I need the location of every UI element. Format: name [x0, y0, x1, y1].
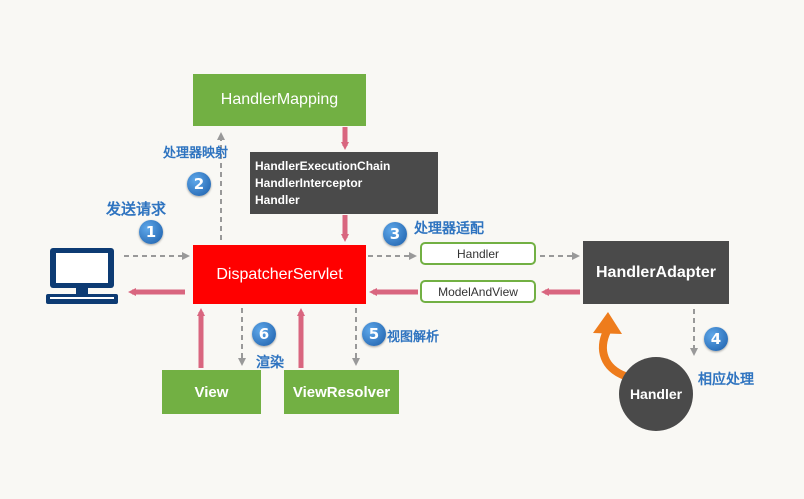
label-handler-mapping: 处理器映射: [163, 146, 229, 161]
chain-line-handler: Handler: [255, 192, 300, 207]
handler-adapter-box: HandlerAdapter: [583, 241, 729, 304]
chain-line-interceptor: HandlerInterceptor: [255, 175, 363, 190]
step-badge-2: 2: [187, 172, 211, 196]
arrow-handler-return-head: [593, 312, 622, 334]
dispatcher-servlet-box: DispatcherServlet: [193, 245, 366, 304]
label-handle: 相应处理: [698, 372, 754, 388]
label-send-request: 发送请求: [106, 200, 167, 218]
view-box: View: [162, 370, 261, 414]
label-view-resolve: 视图解析: [387, 330, 440, 345]
handler-mapping-box: HandlerMapping: [193, 74, 366, 126]
handler-execution-chain-box: HandlerExecutionChain HandlerInterceptor…: [250, 152, 438, 214]
step-badge-3: 3: [383, 222, 407, 246]
computer-icon: [46, 248, 118, 304]
model-and-view-pill: ModelAndView: [420, 280, 536, 303]
chain-line-execution-chain: HandlerExecutionChain: [255, 158, 391, 173]
step-badge-5: 5: [362, 322, 386, 346]
handler-pill: Handler: [420, 242, 536, 265]
step-badge-1: 1: [139, 220, 163, 244]
label-render: 渲染: [256, 355, 284, 371]
step-badge-4: 4: [704, 327, 728, 351]
label-handler-adapt: 处理器适配: [414, 221, 484, 237]
step-badge-6: 6: [252, 322, 276, 346]
arrow-handler-return: [599, 329, 627, 380]
handler-circle: Handler: [619, 357, 693, 431]
view-resolver-box: ViewResolver: [284, 370, 399, 414]
